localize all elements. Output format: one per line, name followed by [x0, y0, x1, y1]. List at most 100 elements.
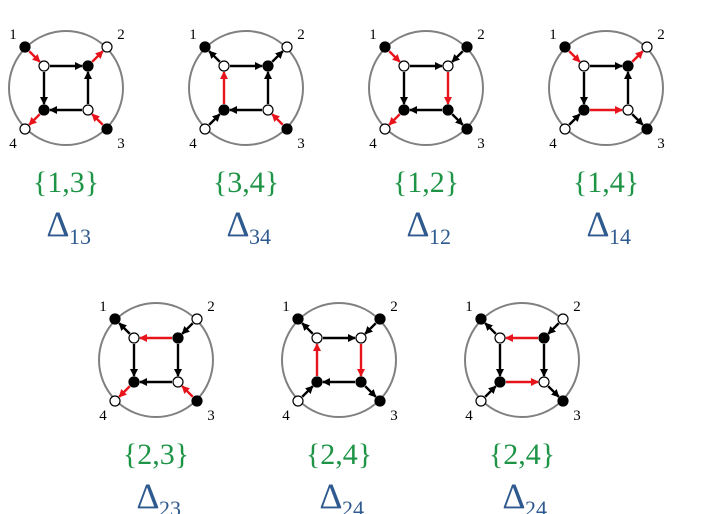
boundary-circle — [98, 302, 214, 418]
corner-label-3: 3 — [297, 136, 305, 152]
black-arrow-c4-bl — [568, 113, 581, 126]
delta-subscript: 24 — [525, 496, 547, 514]
delta-subscript: 13 — [69, 224, 91, 249]
black-arrow-c2-tr — [451, 50, 464, 63]
white-vertex-c2 — [557, 313, 569, 325]
black-vertex-c1 — [292, 313, 304, 325]
corner-label-1: 1 — [465, 299, 473, 315]
black-vertex-bl — [218, 104, 230, 116]
black-vertex-br — [442, 104, 454, 116]
white-vertex-tl — [311, 332, 323, 344]
corner-label-1: 1 — [99, 299, 107, 315]
white-vertex-c4 — [475, 395, 487, 407]
set-label: {2,4} — [306, 438, 372, 471]
corner-label-4: 4 — [282, 408, 290, 424]
black-arrow-br-c3 — [631, 113, 644, 126]
black-arrow-c2-tr — [181, 322, 194, 335]
black-arrow-c4-bl — [208, 113, 221, 126]
corner-label-2: 2 — [657, 27, 665, 43]
black-vertex-c3 — [191, 395, 203, 407]
red-arrow-c1-tl — [568, 50, 581, 63]
corner-label-1: 1 — [369, 27, 377, 43]
red-arrow-tr-c2 — [91, 50, 104, 63]
black-vertex-bl — [398, 104, 410, 116]
white-vertex-c2 — [281, 41, 293, 53]
black-vertex-tr — [262, 60, 274, 72]
corner-label-1: 1 — [282, 299, 290, 315]
black-vertex-bl — [38, 104, 50, 116]
corner-label-2: 2 — [573, 299, 581, 315]
black-vertex-bl — [494, 376, 506, 388]
boundary-circle — [368, 30, 484, 146]
delta-label: Δ — [586, 204, 609, 244]
boundary-circle — [464, 302, 580, 418]
black-vertex-bl — [128, 376, 140, 388]
set-label: {1,2} — [393, 166, 459, 199]
black-arrow-br-c3 — [451, 113, 464, 126]
black-vertex-tr — [538, 332, 550, 344]
black-vertex-c1 — [379, 41, 391, 53]
corner-label-4: 4 — [465, 408, 473, 424]
white-vertex-tl — [398, 60, 410, 72]
corner-label-2: 2 — [390, 299, 398, 315]
white-vertex-tr — [355, 332, 367, 344]
delta-subscript: 14 — [609, 224, 631, 249]
black-arrow-c4-bl — [484, 385, 497, 398]
white-vertex-c2 — [641, 41, 653, 53]
delta-label: Δ — [136, 476, 159, 514]
white-vertex-tl — [578, 60, 590, 72]
black-vertex-tr — [82, 60, 94, 72]
black-arrow-tl-c1 — [208, 50, 221, 63]
corner-label-1: 1 — [189, 27, 197, 43]
black-vertex-c3 — [281, 123, 293, 135]
black-arrow-c4-bl — [301, 385, 314, 398]
red-arrow-bl-c4 — [388, 113, 401, 126]
red-arrow-bl-c4 — [118, 385, 131, 398]
corner-label-3: 3 — [390, 408, 398, 424]
black-vertex-c3 — [557, 395, 569, 407]
corner-label-3: 3 — [117, 136, 125, 152]
black-vertex-tr — [172, 332, 184, 344]
black-arrow-tr-c2 — [271, 50, 284, 63]
red-arrow-bl-c4 — [28, 113, 41, 126]
delta-subscript: 12 — [429, 224, 451, 249]
black-arrow-c2-tr — [547, 322, 560, 335]
boundary-circle — [281, 302, 397, 418]
black-vertex-c3 — [641, 123, 653, 135]
white-vertex-c4 — [292, 395, 304, 407]
black-arrow-c2-tr — [364, 322, 377, 335]
black-vertex-c1 — [559, 41, 571, 53]
delta-subscript: 24 — [342, 496, 364, 514]
white-vertex-tl — [128, 332, 140, 344]
black-arrow-br-c3 — [364, 385, 377, 398]
white-vertex-c4 — [19, 123, 31, 135]
black-vertex-tr — [622, 60, 634, 72]
black-vertex-c2 — [461, 41, 473, 53]
corner-label-4: 4 — [99, 408, 107, 424]
white-vertex-c4 — [109, 395, 121, 407]
red-arrow-c3-br — [181, 385, 194, 398]
black-vertex-bl — [578, 104, 590, 116]
white-vertex-c2 — [101, 41, 113, 53]
corner-label-4: 4 — [549, 136, 557, 152]
boundary-circle — [548, 30, 664, 146]
red-arrow-c3-br — [271, 113, 284, 126]
black-vertex-c1 — [475, 313, 487, 325]
black-vertex-c2 — [374, 313, 386, 325]
corner-label-1: 1 — [549, 27, 557, 43]
black-vertex-c3 — [374, 395, 386, 407]
white-vertex-c4 — [379, 123, 391, 135]
delta-label: Δ — [406, 204, 429, 244]
red-arrow-c1-tl — [28, 50, 41, 63]
corner-label-4: 4 — [9, 136, 17, 152]
set-label: {1,4} — [573, 166, 639, 199]
white-vertex-br — [538, 376, 550, 388]
boundary-circle — [188, 30, 304, 146]
black-vertex-c1 — [109, 313, 121, 325]
black-arrow-tl-c1 — [118, 322, 131, 335]
